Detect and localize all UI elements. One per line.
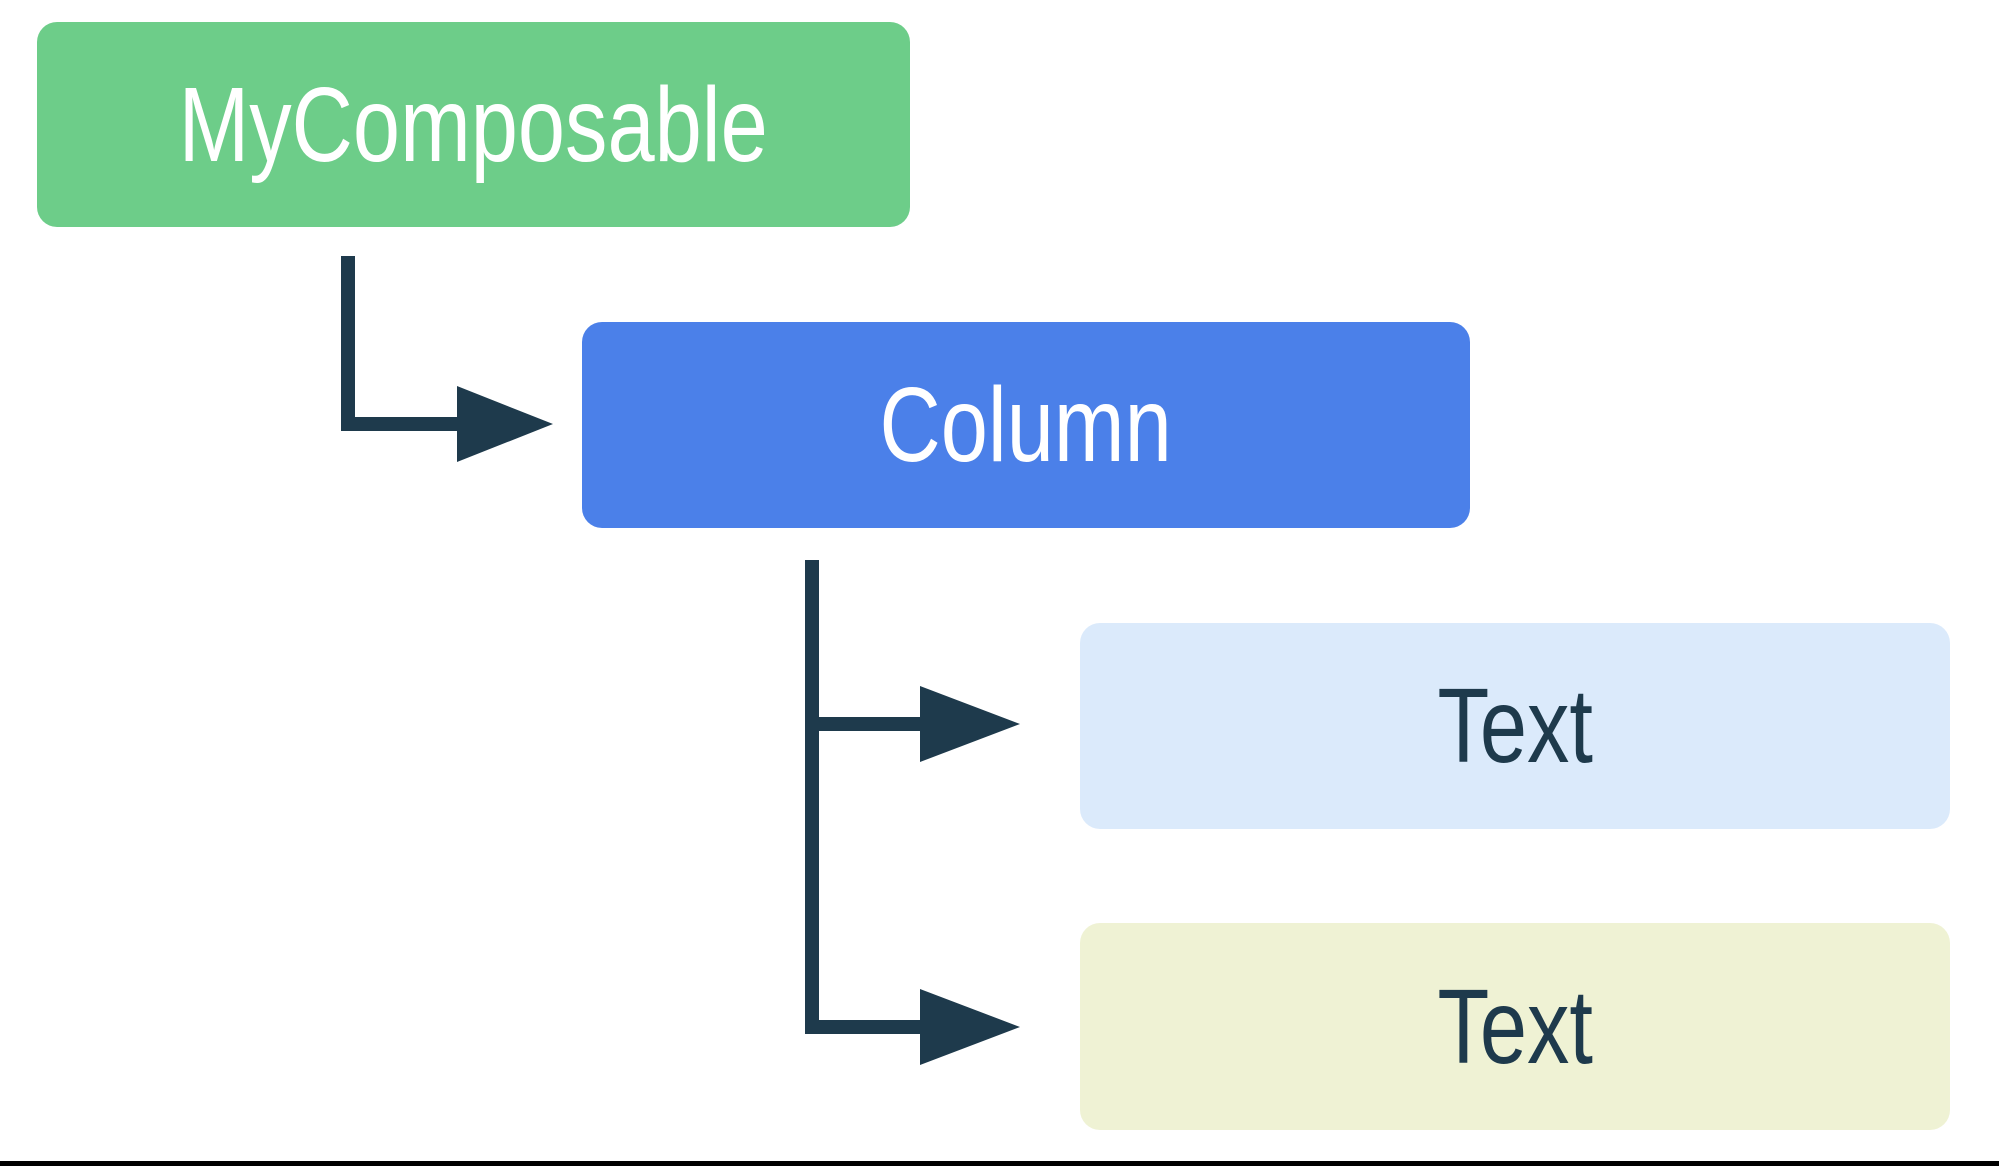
node-mycomposable: MyComposable xyxy=(37,22,910,227)
node-text-first: Text xyxy=(1080,623,1950,829)
arrow-column-to-text1 xyxy=(805,560,1020,1034)
node-text-second: Text xyxy=(1080,923,1950,1130)
node-column-label: Column xyxy=(879,366,1173,484)
arrowhead-icon xyxy=(457,386,553,462)
node-mycomposable-label: MyComposable xyxy=(178,65,769,184)
bottom-border xyxy=(0,1161,1999,1166)
arrow-column-to-text2 xyxy=(805,989,1020,1065)
arrowhead-icon xyxy=(920,989,1020,1065)
node-column: Column xyxy=(582,322,1470,528)
node-text-first-label: Text xyxy=(1437,667,1593,785)
node-text-second-label: Text xyxy=(1437,967,1593,1086)
arrowhead-icon xyxy=(920,686,1020,762)
arrow-mycomposable-to-column xyxy=(341,256,553,462)
